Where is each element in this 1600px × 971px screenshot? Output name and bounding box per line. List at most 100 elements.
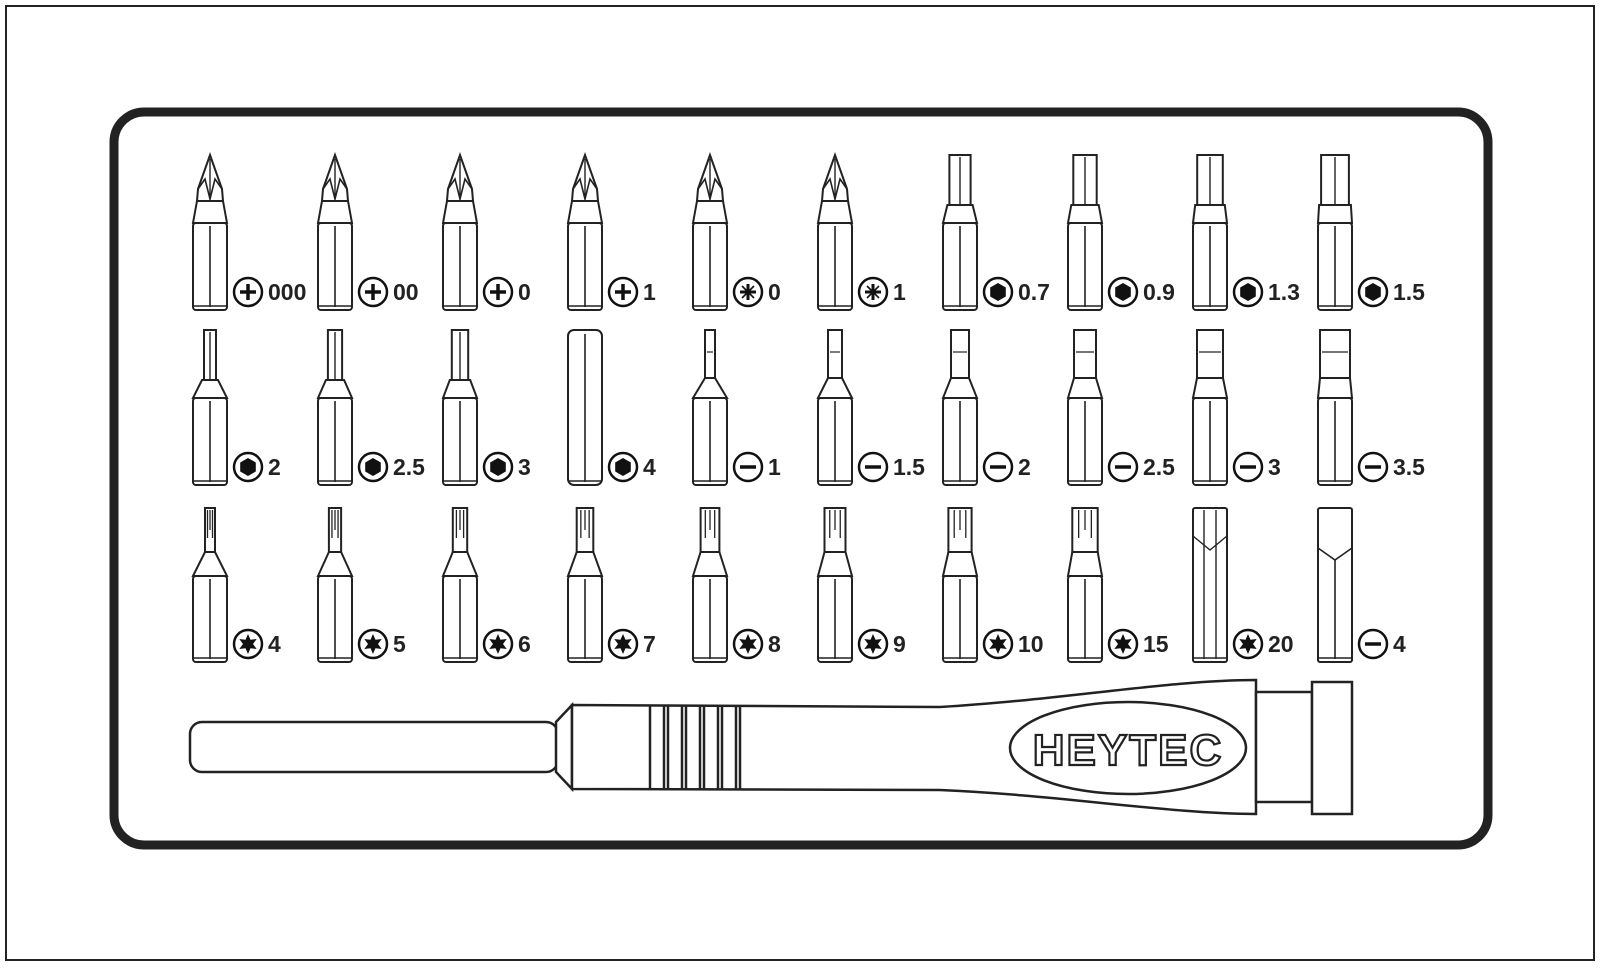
handle-end-neck: [1254, 690, 1314, 804]
bit-size-label: 2.5: [393, 454, 425, 480]
slotted-symbol-icon: [1357, 451, 1389, 483]
phillips-symbol-icon: [607, 276, 639, 308]
phillips-symbol-icon: [482, 276, 514, 308]
brand-oval: [1008, 700, 1248, 796]
bit-torx-4: 4: [191, 507, 281, 663]
bit-hex-2: 2: [191, 329, 281, 486]
bit-size-label: 5: [393, 631, 406, 657]
bit-size-label: 1.5: [1393, 279, 1425, 305]
bit-size-label: 0: [518, 279, 531, 305]
bit-hex-1_3: 1.3: [1191, 154, 1300, 311]
bit-pozidriv-0: 0: [691, 151, 781, 311]
bit-size-label: 1.5: [893, 454, 925, 480]
hex-symbol-icon: [982, 276, 1014, 308]
bit-hex-1_5: 1.5: [1316, 154, 1425, 311]
bit-size-label: 2: [268, 454, 281, 480]
phillips-symbol-icon: [232, 276, 264, 308]
bit-size-label: 6: [518, 631, 531, 657]
bit-size-label: 0.7: [1018, 279, 1050, 305]
pozidriv-symbol-icon: [732, 276, 764, 308]
slotted-symbol-icon: [732, 451, 764, 483]
bit-size-label: 3: [1268, 454, 1281, 480]
bit-torx-10: 10: [941, 507, 1044, 663]
bit-size-label: 3.5: [1393, 454, 1425, 480]
bit-hex-4: 4: [567, 329, 656, 486]
brand-logo: HEYTEC: [1033, 726, 1223, 775]
bit-torx-5: 5: [316, 507, 406, 663]
bit-size-label: 1: [893, 279, 906, 305]
bit-slotted-3_5: 3.5: [1316, 329, 1425, 486]
bit-size-label: 0.9: [1143, 279, 1175, 305]
torx-symbol-icon: [1232, 628, 1264, 660]
bit-size-label: 1.3: [1268, 279, 1300, 305]
torx-symbol-icon: [982, 628, 1014, 660]
bit-hex-0_9: 0.9: [1066, 154, 1175, 311]
bit-slotted-2_5: 2.5: [1066, 329, 1175, 486]
bit-size-label: 00: [393, 279, 419, 305]
slotted-symbol-icon: [982, 451, 1014, 483]
bit-hex-2_5: 2.5: [316, 329, 425, 486]
hex-symbol-icon: [607, 451, 639, 483]
torx-symbol-icon: [1107, 628, 1139, 660]
bit-torx-6: 6: [441, 507, 531, 663]
bit-size-label: 3: [518, 454, 531, 480]
torx-symbol-icon: [232, 628, 264, 660]
bit-size-label: 20: [1268, 631, 1294, 657]
bit-slotted-1: 1: [691, 329, 781, 486]
bit-hex-3: 3: [441, 329, 531, 486]
torx-symbol-icon: [607, 628, 639, 660]
bit-slotted-4: 4: [1317, 507, 1406, 663]
hex-symbol-icon: [1232, 276, 1264, 308]
bit-torx-9: 9: [816, 507, 906, 663]
bit-slotted-1_5: 1.5: [816, 329, 925, 486]
slotted-symbol-icon: [1232, 451, 1264, 483]
torx-symbol-icon: [357, 628, 389, 660]
bit-phillips-1: 1: [566, 151, 656, 311]
bit-hex-0_7: 0.7: [941, 154, 1050, 311]
screwdriver-handle: [188, 678, 1354, 816]
bit-torx-8: 8: [691, 507, 781, 663]
bit-size-label: 9: [893, 631, 906, 657]
torx-symbol-icon: [732, 628, 764, 660]
bit-size-label: 0: [768, 279, 781, 305]
handle-end-cap: [1310, 680, 1354, 816]
bit-size-label: 4: [268, 631, 281, 657]
bit-phillips-00: 00: [316, 151, 419, 311]
bit-size-label: 8: [768, 631, 781, 657]
pozidriv-symbol-icon: [857, 276, 889, 308]
bit-size-label: 4: [643, 454, 656, 480]
hex-symbol-icon: [357, 451, 389, 483]
bit-size-label: 4: [1393, 631, 1406, 657]
slotted-symbol-icon: [1107, 451, 1139, 483]
bit-torx-20: 20: [1192, 507, 1294, 663]
hex-symbol-icon: [482, 451, 514, 483]
bit-torx-15: 15: [1066, 507, 1169, 663]
bit-size-label: 000: [268, 279, 306, 305]
bit-phillips-0: 0: [441, 151, 531, 311]
bit-size-label: 7: [643, 631, 656, 657]
slotted-symbol-icon: [857, 451, 889, 483]
bit-size-label: 1: [768, 454, 781, 480]
hex-symbol-icon: [1357, 276, 1389, 308]
torx-symbol-icon: [482, 628, 514, 660]
torx-symbol-icon: [857, 628, 889, 660]
bit-phillips-000: 000: [191, 151, 306, 311]
bit-pozidriv-1: 1: [816, 151, 906, 311]
bit-size-label: 2: [1018, 454, 1031, 480]
phillips-symbol-icon: [357, 276, 389, 308]
bit-slotted-3: 3: [1191, 329, 1281, 486]
bit-slotted-2: 2: [941, 329, 1031, 486]
bit-size-label: 2.5: [1143, 454, 1175, 480]
bit-size-label: 15: [1143, 631, 1169, 657]
bit-size-label: 1: [643, 279, 656, 305]
hex-symbol-icon: [232, 451, 264, 483]
bit-size-label: 10: [1018, 631, 1044, 657]
bit-torx-7: 7: [566, 507, 656, 663]
slotted-symbol-icon: [1357, 628, 1389, 660]
grip-rings: [648, 706, 742, 789]
handle-shaft: [188, 720, 560, 774]
hex-symbol-icon: [1107, 276, 1139, 308]
